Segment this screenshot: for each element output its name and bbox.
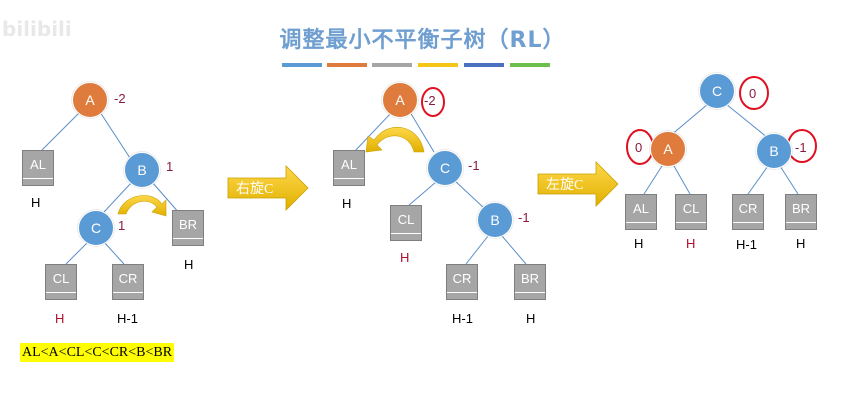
t2-subtree-cr-label: CR: [452, 271, 472, 286]
t2-subtree-al: AL: [333, 150, 365, 186]
t3-subtree-cr: CR: [732, 194, 764, 230]
t2-bf-b: -1: [518, 210, 530, 225]
t2-subtree-cl-label: CL: [397, 212, 415, 227]
highlight-t2-a-bf: [421, 87, 445, 117]
edge-t3-c-a: [669, 103, 709, 137]
t3-node-b: B: [756, 133, 792, 169]
t3-height-br: H: [796, 236, 806, 251]
t1-subtree-br-label: BR: [178, 217, 198, 232]
edge-t1-b-c: [103, 181, 133, 213]
step2-label: 左旋C: [546, 178, 584, 193]
t3-bf-b: -1: [795, 140, 807, 155]
step-arrow-1: [227, 165, 309, 211]
t1-node-a: A: [72, 82, 108, 118]
t1-bf-b: 1: [166, 159, 174, 174]
edge-t2-b-br: [501, 235, 527, 265]
color-bar-6: [510, 63, 550, 67]
edge-t1-a-b: [99, 111, 131, 159]
color-bar-2: [327, 63, 367, 67]
edge-t1-c-cr: [103, 241, 125, 265]
t1-subtree-cr: CR: [112, 264, 144, 300]
page-title: 调整最小不平衡子树（RL）: [279, 28, 566, 53]
color-bar-4: [418, 63, 458, 67]
t3-node-c: C: [699, 73, 735, 109]
edge-t2-a-al: [353, 111, 393, 153]
edge-t2-a-c: [409, 111, 435, 153]
t1-node-b: B: [124, 152, 160, 188]
t3-node-a: A: [650, 131, 686, 167]
edge-t3-a-al: [643, 165, 663, 195]
edge-t2-c-cl: [407, 181, 437, 207]
t2-subtree-cl: CL: [390, 205, 422, 241]
t3-subtree-br-label: BR: [791, 201, 811, 216]
t3-subtree-al-label: AL: [633, 201, 649, 216]
t2-subtree-br: BR: [514, 264, 546, 300]
color-bar-3: [372, 63, 412, 67]
t1-subtree-br: BR: [172, 210, 204, 246]
t2-height-cl: H: [400, 250, 410, 265]
color-bar-5: [464, 63, 504, 67]
t1-subtree-al-label: AL: [30, 157, 46, 172]
edge-t1-c-cl: [65, 241, 89, 265]
t3-subtree-cr-label: CR: [738, 201, 758, 216]
t2-subtree-cr: CR: [446, 264, 478, 300]
t1-subtree-cl-label: CL: [52, 271, 70, 286]
t3-height-cl: H: [686, 236, 696, 251]
edge-t3-b-cr: [747, 165, 769, 195]
edge-t1-a-al: [39, 111, 81, 153]
t1-node-c: C: [78, 210, 114, 246]
edge-t2-b-cr: [465, 235, 489, 265]
t3-subtree-br: BR: [785, 194, 817, 230]
t2-node-b: B: [477, 202, 513, 238]
t1-height-cl: H: [55, 311, 65, 326]
ordering-formula: AL<A<CL<C<CR<B<BR: [20, 343, 175, 362]
t1-bf-c: 1: [118, 218, 126, 233]
t2-height-br: H: [526, 311, 536, 326]
t1-height-br: H: [184, 257, 194, 272]
t3-bf-a: 0: [635, 140, 643, 155]
t1-height-cr: H-1: [117, 311, 138, 326]
t1-height-al: H: [31, 195, 41, 210]
t2-height-cr: H-1: [452, 311, 473, 326]
t1-subtree-cr-label: CR: [118, 271, 138, 286]
rotate-arrow-t2: [365, 126, 425, 153]
t3-height-al: H: [634, 236, 644, 251]
t1-subtree-cl: CL: [45, 264, 77, 300]
edge-t3-a-cl: [673, 165, 691, 195]
t2-node-a: A: [382, 82, 418, 118]
t3-subtree-al: AL: [625, 194, 657, 230]
color-bar-1: [282, 63, 322, 67]
edge-t3-b-br: [779, 165, 799, 195]
edge-t2-c-b: [453, 179, 485, 209]
t1-subtree-al: AL: [22, 150, 54, 186]
t2-node-c: C: [427, 150, 463, 186]
highlight-t3-c-bf: [739, 76, 769, 110]
t2-bf-a: -2: [424, 93, 436, 108]
t3-height-cr: H-1: [736, 237, 757, 252]
t3-bf-c: 0: [749, 86, 757, 101]
edge-t1-b-br: [151, 181, 181, 215]
t3-subtree-cl-label: CL: [682, 201, 700, 216]
step-arrow-2: [537, 161, 619, 207]
t2-subtree-br-label: BR: [520, 271, 540, 286]
edge-t3-c-b: [725, 103, 769, 139]
step1-label: 右旋C: [236, 182, 274, 197]
t1-bf-a: -2: [114, 91, 126, 106]
t2-subtree-al-label: AL: [341, 157, 357, 172]
t2-bf-c: -1: [468, 158, 480, 173]
t3-subtree-cl: CL: [675, 194, 707, 230]
rotate-arrow-t1: [117, 195, 167, 217]
bilibili-watermark-logo: bilibili: [2, 17, 72, 41]
t2-height-al: H: [342, 196, 352, 211]
watermark-text: bilibili: [2, 17, 72, 41]
